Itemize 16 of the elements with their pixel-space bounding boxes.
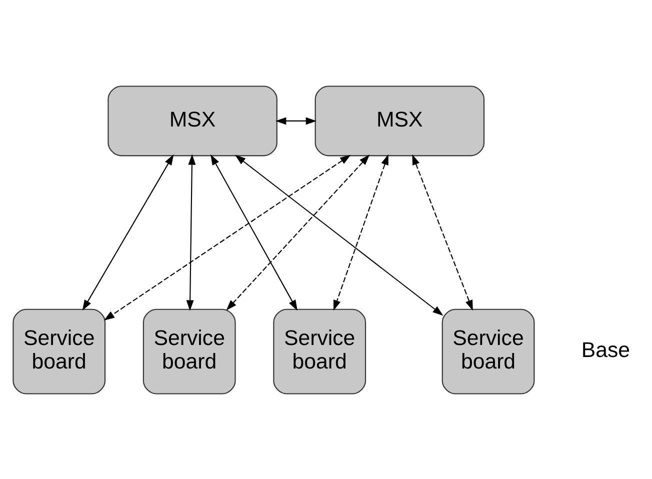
arrow <box>186 154 196 310</box>
arrow <box>334 154 388 310</box>
node-box: Service board <box>442 308 535 394</box>
arrow <box>82 154 174 310</box>
arrow <box>226 154 370 310</box>
node-box: Service board <box>273 308 366 394</box>
node-box: Service board <box>142 308 236 394</box>
label: Base <box>581 337 630 362</box>
arrow <box>275 116 317 124</box>
node-box: MSX <box>108 85 278 156</box>
arrow <box>234 154 444 316</box>
node-box: MSX <box>314 85 485 156</box>
arrow <box>412 154 473 310</box>
arrow <box>210 154 298 310</box>
arrow <box>104 154 351 320</box>
node-box: Service board <box>12 308 106 394</box>
